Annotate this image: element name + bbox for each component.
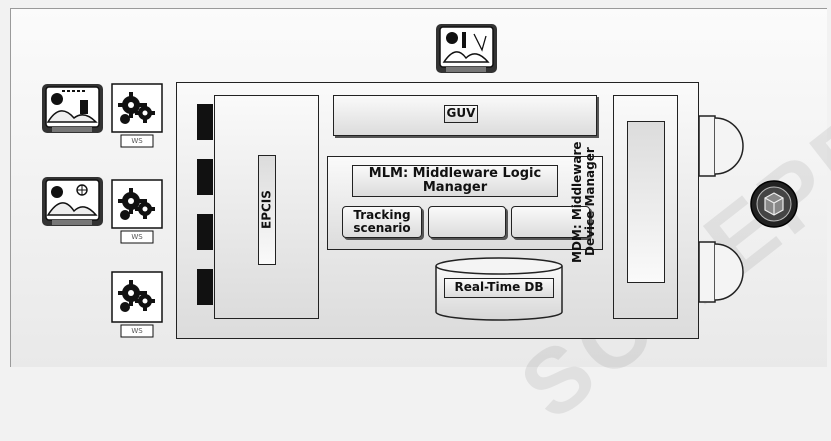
antenna-icon [698,241,746,303]
gear-server-icon: WS [111,83,163,149]
gear-server-icon: WS [111,271,163,339]
epcis-label: EPCIS [259,190,274,230]
connector-tab [197,269,213,305]
scenario-slot [428,206,506,238]
mlm-label: MLM: Middleware Logic Manager [352,165,558,197]
real-time-db-label: Real-Time DB [444,278,554,298]
ws-label: WS [131,137,143,145]
mlm-label-text: MLM: Middleware Logic Manager [368,165,542,195]
workstation-icon [40,175,105,228]
epcis-label-box: EPCIS [258,155,276,265]
workstation-icon [40,82,105,135]
connector-tab [197,159,213,195]
connector-tab [197,104,213,140]
connector-tab [197,214,213,250]
guv-label: GUV [444,105,478,123]
package-icon [749,179,799,229]
ws-label: WS [131,233,143,241]
antenna-icon [698,115,746,177]
diagram-canvas: SCITEPRESS [10,0,831,439]
tracking-scenario-label: Tracking scenario [353,207,411,235]
ws-label: WS [131,327,143,335]
tracking-scenario-box: Tracking scenario [342,206,422,238]
mdm-label-box: MDM: Middleware Device Manager [570,121,665,283]
gear-server-icon: WS [111,179,163,245]
workstation-top-icon [434,22,499,75]
scenario-slot [511,206,590,238]
